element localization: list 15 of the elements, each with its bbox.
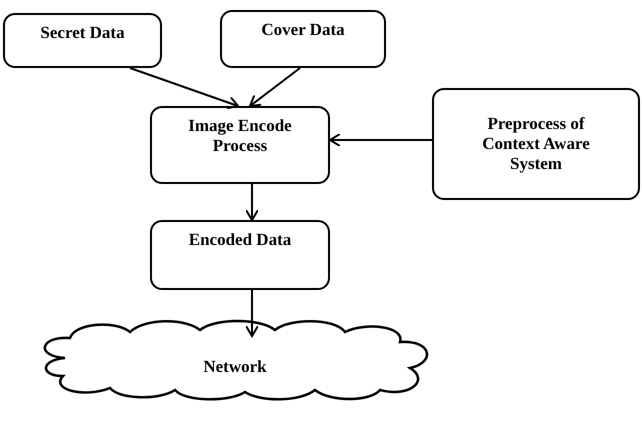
arrow — [245, 290, 259, 337]
node-label: Encoded Data — [188, 230, 292, 250]
process-box — [150, 220, 330, 290]
process-box — [3, 13, 162, 68]
node-label: Secret Data — [40, 23, 125, 43]
node-label: Image Encode Process — [187, 116, 293, 156]
process-box — [150, 106, 330, 184]
arrow — [245, 184, 259, 221]
process-box — [432, 88, 640, 200]
arrow — [249, 67, 301, 107]
process-box — [220, 10, 386, 68]
arrow — [329, 133, 432, 147]
node-label: Network — [203, 357, 267, 377]
node-label: Cover Data — [261, 20, 345, 40]
node-label: Preprocess of Context Aware System — [481, 114, 591, 174]
